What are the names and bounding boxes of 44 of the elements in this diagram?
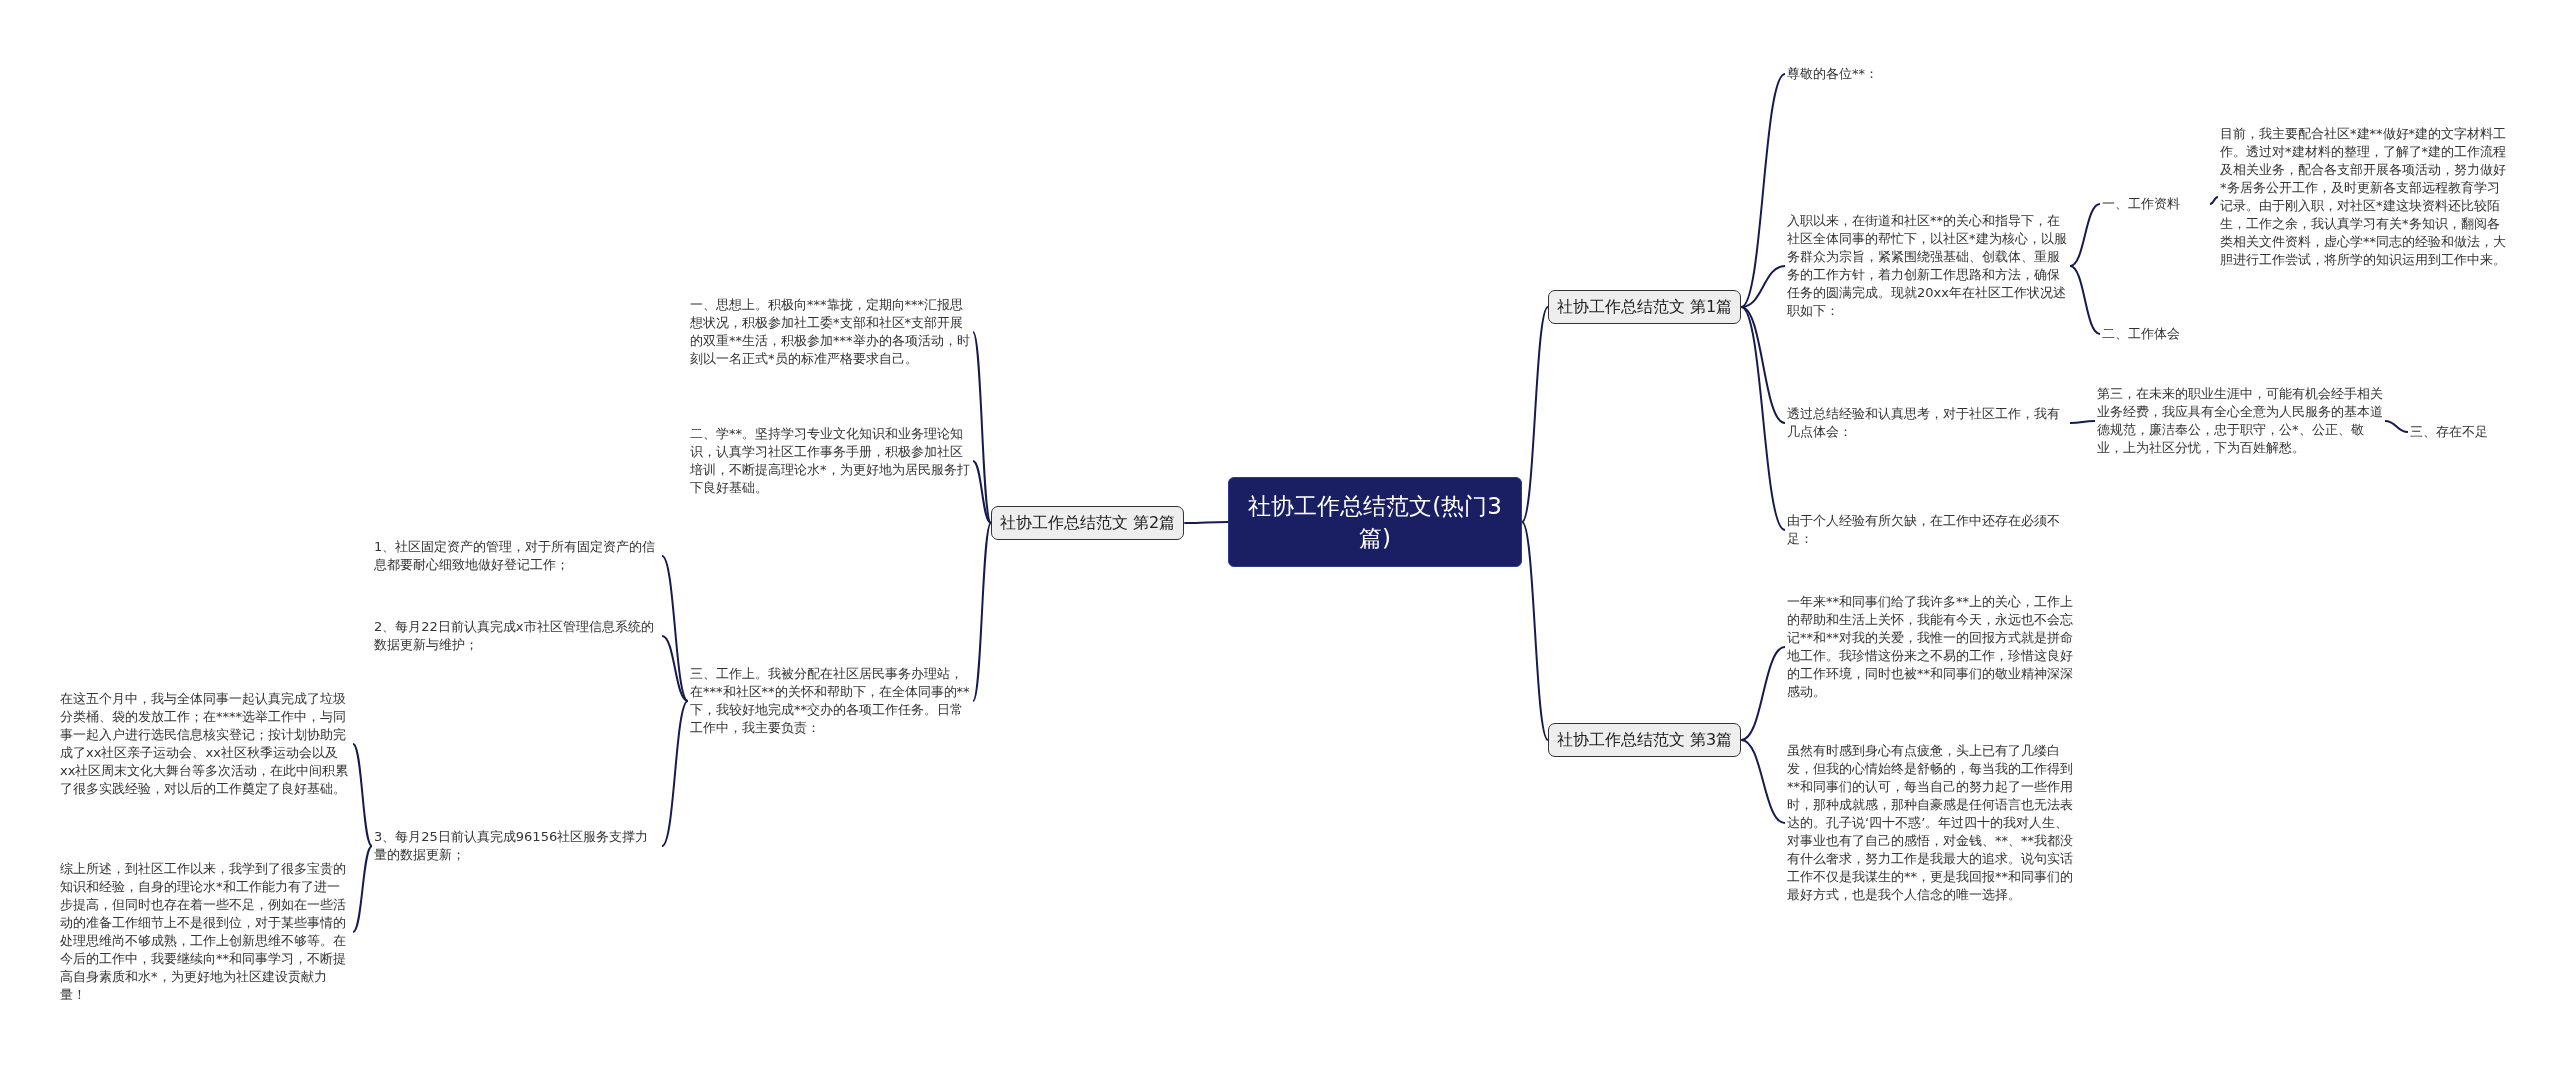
note-text: 目前，我主要配合社区*建**做好*建的文字材料工作。透过对*建材料的整理，了解了*建的工作流程及相关业务，配合各支部开展各项活动，努力做好*务居务公开工作，及时更新各支部远程教育学习记录。由于刚入职，对社区*建这块资料还比较陌生，工作之余，我认真学习有关*务知识，翻阅各类相关文件资料，虚心学**同志的经验和做法，大胆进行工作尝试，将所学的知识运用到工作中来。 bbox=[2218, 125, 2513, 269]
note-text: 虽然有时感到身心有点疲惫，头上已有了几缕白发，但我的心情始终是舒畅的，每当我的工作得到**和同事们的认可，每当自己的努力起了一些作用时，那种成就感，那种自豪感是任何语言也无法表达的。孔子说‘四十不惑’。年过四十的我对人生、对事业也有了自己的感悟，对金钱、**、**我都没有什么奢求，努力工作是我最大的追求。说句实话工作不仅是我谋生的**，更是我回报**和同事们的最好方式，也是我个人信念的唯一选择。 bbox=[1785, 742, 2075, 904]
connector-line bbox=[1740, 306, 1786, 424]
note-text: 综上所述，到社区工作以来，我学到了很多宝贵的知识和经验，自身的理论水*和工作能力有了进一步提高，但同时也存在着一些不足，例如在一些活动的准备工作细节上不是很到位，对于某些事情的处理思维尚不够成熟，工作上创新思维不够等。在今后的工作中，我要继续向**和同事学习，不断提高自身素质和水*，为更好地为社区建设贡献力量！ bbox=[58, 860, 353, 1004]
note-text: 3、每月25日前认真完成96156社区服务支撑力量的数据更新； bbox=[372, 828, 662, 864]
connector-line bbox=[972, 460, 992, 524]
connector-line bbox=[1740, 306, 1786, 531]
note-text: 尊敬的各位**： bbox=[1785, 65, 2045, 83]
connector-line bbox=[1740, 646, 1786, 741]
connector-line bbox=[2069, 203, 2101, 267]
connector-line bbox=[2069, 420, 2096, 424]
central-topic-box: 社协工作总结范文(热门3篇) bbox=[1228, 477, 1522, 567]
note-text: 二、工作体会 bbox=[2100, 325, 2210, 343]
connector-line bbox=[1521, 521, 1549, 741]
connector-line bbox=[1740, 73, 1786, 308]
note-text: 入职以来，在街道和社区**的关心和指导下，在社区全体同事的帮忙下，以社区*建为核心，以服务群众为宗旨，紧紧围绕强基础、创载体、重服务的工作方针，着力创新工作思路和方法，确保任务的圆满完成。现就20xx年在社区工作状况述职如下： bbox=[1785, 212, 2070, 320]
connector-line bbox=[972, 331, 992, 524]
connector-line bbox=[661, 635, 689, 702]
connector-line bbox=[1183, 521, 1229, 524]
connector-line bbox=[1740, 739, 1786, 824]
note-text: 一、工作资料 bbox=[2100, 195, 2210, 213]
note-text: 一、思想上。积极向***靠拢，定期向***汇报思想状况，积极参加社工委*支部和社区*支部开展的双重**生活，积极参加***举办的各项活动，时刻以一名正式*员的标准严格要求自己。 bbox=[688, 296, 973, 368]
connector-line bbox=[2209, 196, 2219, 205]
connector-line bbox=[661, 700, 689, 847]
topic-box: 社协工作总结范文 第3篇 bbox=[1548, 723, 1742, 757]
topic-box: 社协工作总结范文 第1篇 bbox=[1548, 290, 1742, 324]
note-text: 在这五个月中，我与全体同事一起认真完成了垃圾分类桶、袋的发放工作；在****选举工作中，与同事一起入户进行选民信息核实登记；按计划协助完成了xx社区亲子运动会、xx社区秋季运动会以及xx社区周末文化大舞台等多次活动，在此中间积累了很多实践经验，对以后的工作奠定了良好基础。 bbox=[58, 690, 353, 798]
connector-line bbox=[2069, 265, 2101, 335]
note-text: 第三，在未来的职业生涯中，可能有机会经手相关业务经费，我应具有全心全意为人民服务的基本道德规范，廉洁奉公，忠于职守，公*、公正、敬业，上为社区分忧，下为百姓解愁。 bbox=[2095, 385, 2385, 457]
note-text: 三、工作上。我被分配在社区居民事务办理站，在***和社区**的关怀和帮助下，在全体同事的**下，我较好地完成**交办的各项工作任务。日常工作中，我主要负责： bbox=[688, 665, 973, 737]
connector-line bbox=[972, 522, 992, 702]
connector-line bbox=[352, 743, 373, 847]
connector-line bbox=[352, 845, 373, 933]
note-text: 一年来**和同事们给了我许多**上的关心，工作上的帮助和生活上关怀，我能有今天，永远也不会忘记**和**对我的关爱，我惟一的回报方式就是拼命地工作。我珍惜这份来之不易的工作，珍惜这良好的工作环境，同时也被**和同事们的敬业精神深深感动。 bbox=[1785, 593, 2075, 701]
note-text: 二、学**。坚持学习专业文化知识和业务理论知识，认真学习社区工作事务手册，积极参加社区培训，不断提高理论水*，为更好地为居民服务打下良好基础。 bbox=[688, 425, 973, 497]
note-text: 由于个人经验有所欠缺，在工作中还存在必须不足： bbox=[1785, 512, 2070, 548]
connector-line bbox=[2384, 420, 2409, 433]
topic-box: 社协工作总结范文 第2篇 bbox=[991, 506, 1185, 540]
connector-line bbox=[661, 555, 689, 702]
connector-line bbox=[1521, 306, 1549, 523]
note-text: 1、社区固定资产的管理，对于所有固定资产的信息都要耐心细致地做好登记工作； bbox=[372, 538, 662, 574]
note-text: 2、每月22日前认真完成x市社区管理信息系统的数据更新与维护； bbox=[372, 618, 662, 654]
note-text: 透过总结经验和认真思考，对于社区工作，我有几点体会： bbox=[1785, 405, 2070, 441]
note-text: 三、存在不足 bbox=[2408, 423, 2518, 441]
